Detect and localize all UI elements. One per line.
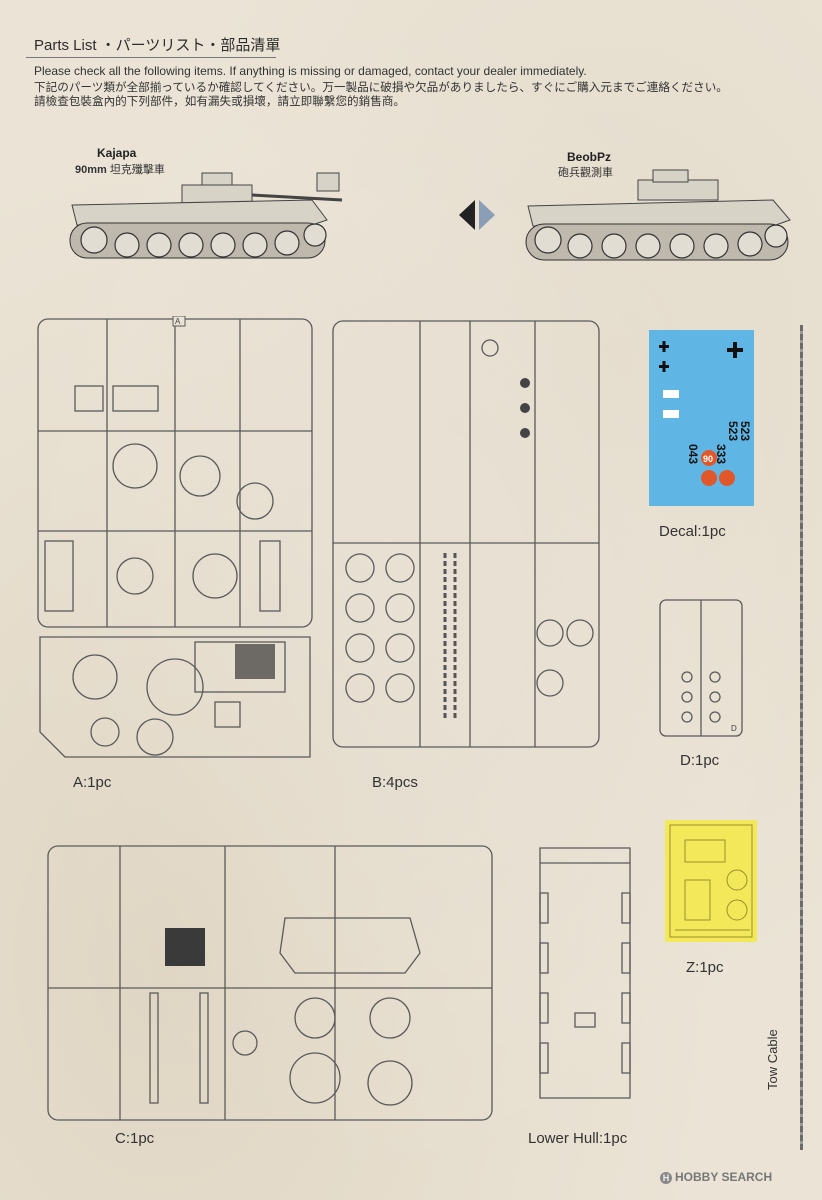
decal-number-2: 523 [738,421,752,441]
decal-number-3: 333 [714,444,728,464]
tow-cable-drawing [800,325,803,1150]
sprue-a-letter: A [175,317,181,326]
title-underline [26,57,276,58]
label-lower-hull: Lower Hull:1pc [528,1130,628,1147]
upper-hull-drawing [39,636,311,758]
photo-etch-z [665,820,757,942]
vehicle-right-name: BeobPz [567,150,612,164]
label-sprue-c: C:1pc [115,1130,155,1147]
decal-number-5: 90 [703,454,713,464]
vehicle-left-caliber: 90mm [75,164,107,176]
label-sprue-b: B:4pcs [372,774,418,791]
hobby-search-logo-icon: H [660,1172,672,1184]
sprue-a-drawing: A [37,316,313,628]
sprue-b-drawing [332,320,600,748]
instruction-chinese: 請檢查包裝盒內的下列部件，如有漏失或損壞，請立即聯繫您的銷售商。 [34,95,406,108]
sprue-c-drawing [47,845,493,1121]
label-tow-cable: Tow Cable [765,1029,780,1090]
swap-arrows-icon [459,200,495,230]
sprue-d-drawing: D [659,599,743,737]
instruction-japanese: 下記のパーツ類が全部揃っているか確認してください。万一製品に破損や欠品がありまし… [34,81,728,94]
lower-hull-drawing [539,847,631,1099]
parts-list-title: Parts List ・パーツリスト・部品清單 [34,37,281,54]
vehicle-left-name: Kajapa [97,146,137,160]
hobby-search-logo-text: HOBBY SEARCH [675,1170,773,1184]
instruction-english: Please check all the following items. If… [34,64,587,78]
vehicle-right-type: 砲兵觀測車 [558,167,613,179]
kajapa-tank-drawing [69,172,343,259]
decal-number-4: 043 [686,444,700,464]
decal-sheet: 523 523 333 043 90 [649,330,754,506]
label-sprue-a: A:1pc [73,774,112,791]
decal-number-1: 523 [726,421,740,441]
beobpz-tank-drawing [525,169,791,261]
vehicle-left-type: 坦克殲擊車 [106,164,165,176]
vehicle-left-subtitle: 90mm 坦克殲擊車 [75,161,165,177]
sprue-d-letter: D [731,724,737,733]
label-decal: Decal:1pc [659,523,726,540]
label-sprue-z: Z:1pc [686,959,724,976]
label-sprue-d: D:1pc [680,752,720,769]
